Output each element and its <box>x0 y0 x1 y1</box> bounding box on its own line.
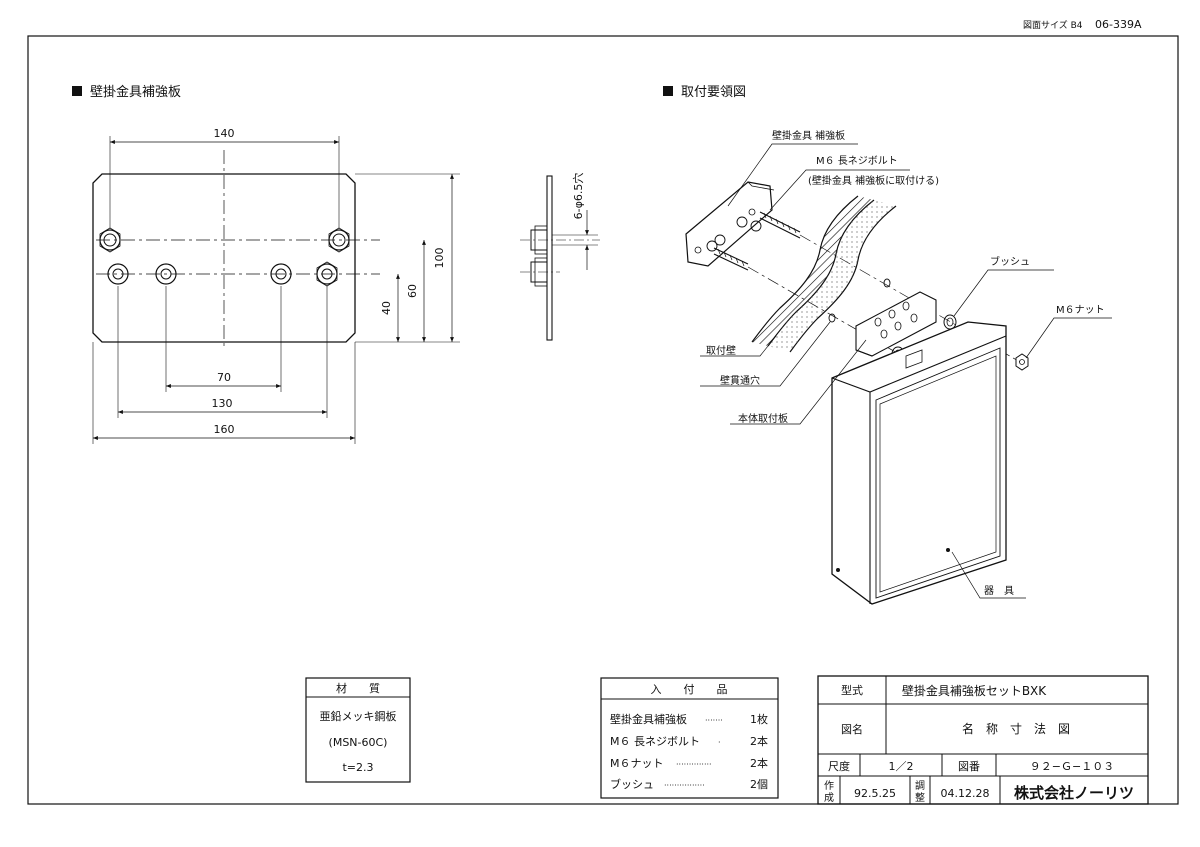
contents-item-dots: ················ <box>664 781 705 790</box>
adj-label-1: 調 <box>915 779 925 792</box>
made-label-1: 作 <box>824 780 834 792</box>
plate-hole <box>99 227 121 253</box>
plate-hole <box>328 227 350 253</box>
plate-hole <box>270 263 292 285</box>
contents-item-dots: · <box>718 738 721 747</box>
label-bolt-note: (壁掛金具 補強板に取付ける) <box>808 174 939 187</box>
contents-item-qty: 2本 <box>750 756 768 770</box>
m6-nut <box>1015 353 1029 371</box>
material-table <box>305 677 411 783</box>
plate-hole <box>107 263 129 285</box>
scale-value: 1／2 <box>889 760 914 773</box>
material-header: 材 質 <box>336 681 380 695</box>
label-m6-bolt: M６ 長ネジボルト <box>816 155 898 167</box>
dim-40: 40 <box>380 301 393 315</box>
label-wall: 取付壁 <box>706 344 736 357</box>
bush <box>943 314 957 330</box>
device-box <box>831 321 1007 605</box>
contents-item: ブッシュ ················ 2個 <box>610 777 768 791</box>
plate-front-view <box>92 136 460 444</box>
dim-130: 130 <box>212 397 233 410</box>
contents-item-qty: 2個 <box>750 778 768 791</box>
contents-item: M６ナット ·············· 2本 <box>610 756 768 770</box>
model-value: 壁掛金具補強板セットBXK <box>902 683 1047 698</box>
dim-160: 160 <box>214 423 235 436</box>
sheet-border <box>27 35 1179 805</box>
doc-number: 06-339A <box>1095 18 1142 31</box>
model-label: 型式 <box>841 683 863 697</box>
made-date: 92.5.25 <box>854 787 896 800</box>
contents-item-qty: 1枚 <box>750 712 768 726</box>
hole-spec-label: 6-φ6.5穴 <box>571 173 585 220</box>
dim-60: 60 <box>406 284 419 298</box>
contents-item: 壁掛金具補強板 ······· 1枚 <box>610 712 768 726</box>
dim-100: 100 <box>433 248 446 269</box>
scale-label: 尺度 <box>828 759 850 773</box>
contents-item: M６ 長ネジボルト · 2本 <box>610 734 768 748</box>
title-block <box>817 675 1149 805</box>
left-section-title: 壁掛金具補強板 <box>90 84 181 100</box>
dim-140: 140 <box>214 127 235 140</box>
contents-item-name: M６ 長ネジボルト <box>610 735 700 748</box>
plate-side-view <box>520 175 600 341</box>
label-mount-plate: 本体取付板 <box>738 412 788 425</box>
label-bush: ブッシュ <box>990 255 1030 268</box>
label-m6-nut: M６ナット <box>1056 304 1105 316</box>
dim-70: 70 <box>217 371 231 384</box>
name-label: 図名 <box>841 722 863 736</box>
contents-item-name: M６ナット <box>610 757 664 770</box>
adj-date: 04.12.28 <box>941 787 990 800</box>
drawing-no-value: ９２−Ｇ−１０３ <box>1030 760 1114 773</box>
label-reinforcement-plate: 壁掛金具 補強板 <box>772 129 845 142</box>
section-bullet-left <box>72 86 82 96</box>
contents-header: 入 付 品 <box>651 683 728 696</box>
contents-item-dots: ·············· <box>676 760 712 769</box>
material-line3: t=2.3 <box>342 761 373 774</box>
threaded-bolt <box>759 211 801 239</box>
material-line2: (MSN-60C) <box>329 736 388 749</box>
contents-item-name: ブッシュ <box>610 777 654 791</box>
drawing-no-label: 図番 <box>958 760 980 773</box>
adj-label-2: 整 <box>915 791 925 804</box>
label-device: 器 具 <box>984 585 1014 597</box>
label-wall-hole: 壁貫通穴 <box>720 374 760 387</box>
company-name: 株式会社ノーリツ <box>1014 784 1134 802</box>
made-label-2: 成 <box>824 792 834 804</box>
right-section-title: 取付要領図 <box>681 84 746 100</box>
contents-item-dots: ······· <box>705 716 723 725</box>
threaded-bolt <box>713 247 749 271</box>
contents-item-name: 壁掛金具補強板 <box>610 712 687 726</box>
paper-size: 図面サイズ B4 <box>1023 19 1083 31</box>
plate-hole <box>155 263 177 285</box>
name-value: 名 称 寸 法 図 <box>962 721 1070 736</box>
contents-table <box>600 677 779 799</box>
material-line1: 亜鉛メッキ鋼板 <box>320 709 397 723</box>
contents-item-qty: 2本 <box>750 734 768 748</box>
assembly-drawing <box>685 143 1112 605</box>
section-bullet-right <box>663 86 673 96</box>
